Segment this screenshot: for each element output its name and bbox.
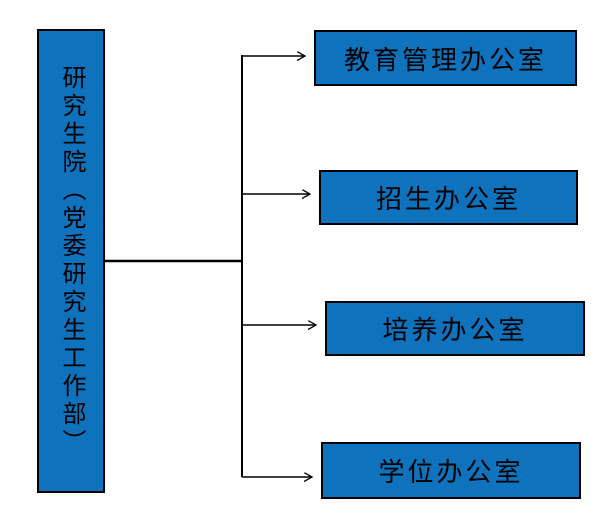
- org-box-degree-office: 学位办公室: [321, 442, 581, 499]
- org-box-graduate-school: 研究生院（党委研究生工作部）: [37, 29, 105, 493]
- org-box-training-office-label: 培养办公室: [382, 315, 528, 345]
- org-box-training-office: 培养办公室: [325, 301, 585, 356]
- org-box-admissions-office: 招生办公室: [319, 170, 578, 225]
- org-box-education-management-office-label: 教育管理办公室: [343, 44, 547, 75]
- org-box-admissions-office-label: 招生办公室: [375, 184, 521, 214]
- org-box-graduate-school-label: 研究生院（党委研究生工作部）: [58, 65, 85, 457]
- org-box-degree-office-label: 学位办公室: [378, 457, 524, 487]
- org-box-education-management-office: 教育管理办公室: [314, 30, 577, 86]
